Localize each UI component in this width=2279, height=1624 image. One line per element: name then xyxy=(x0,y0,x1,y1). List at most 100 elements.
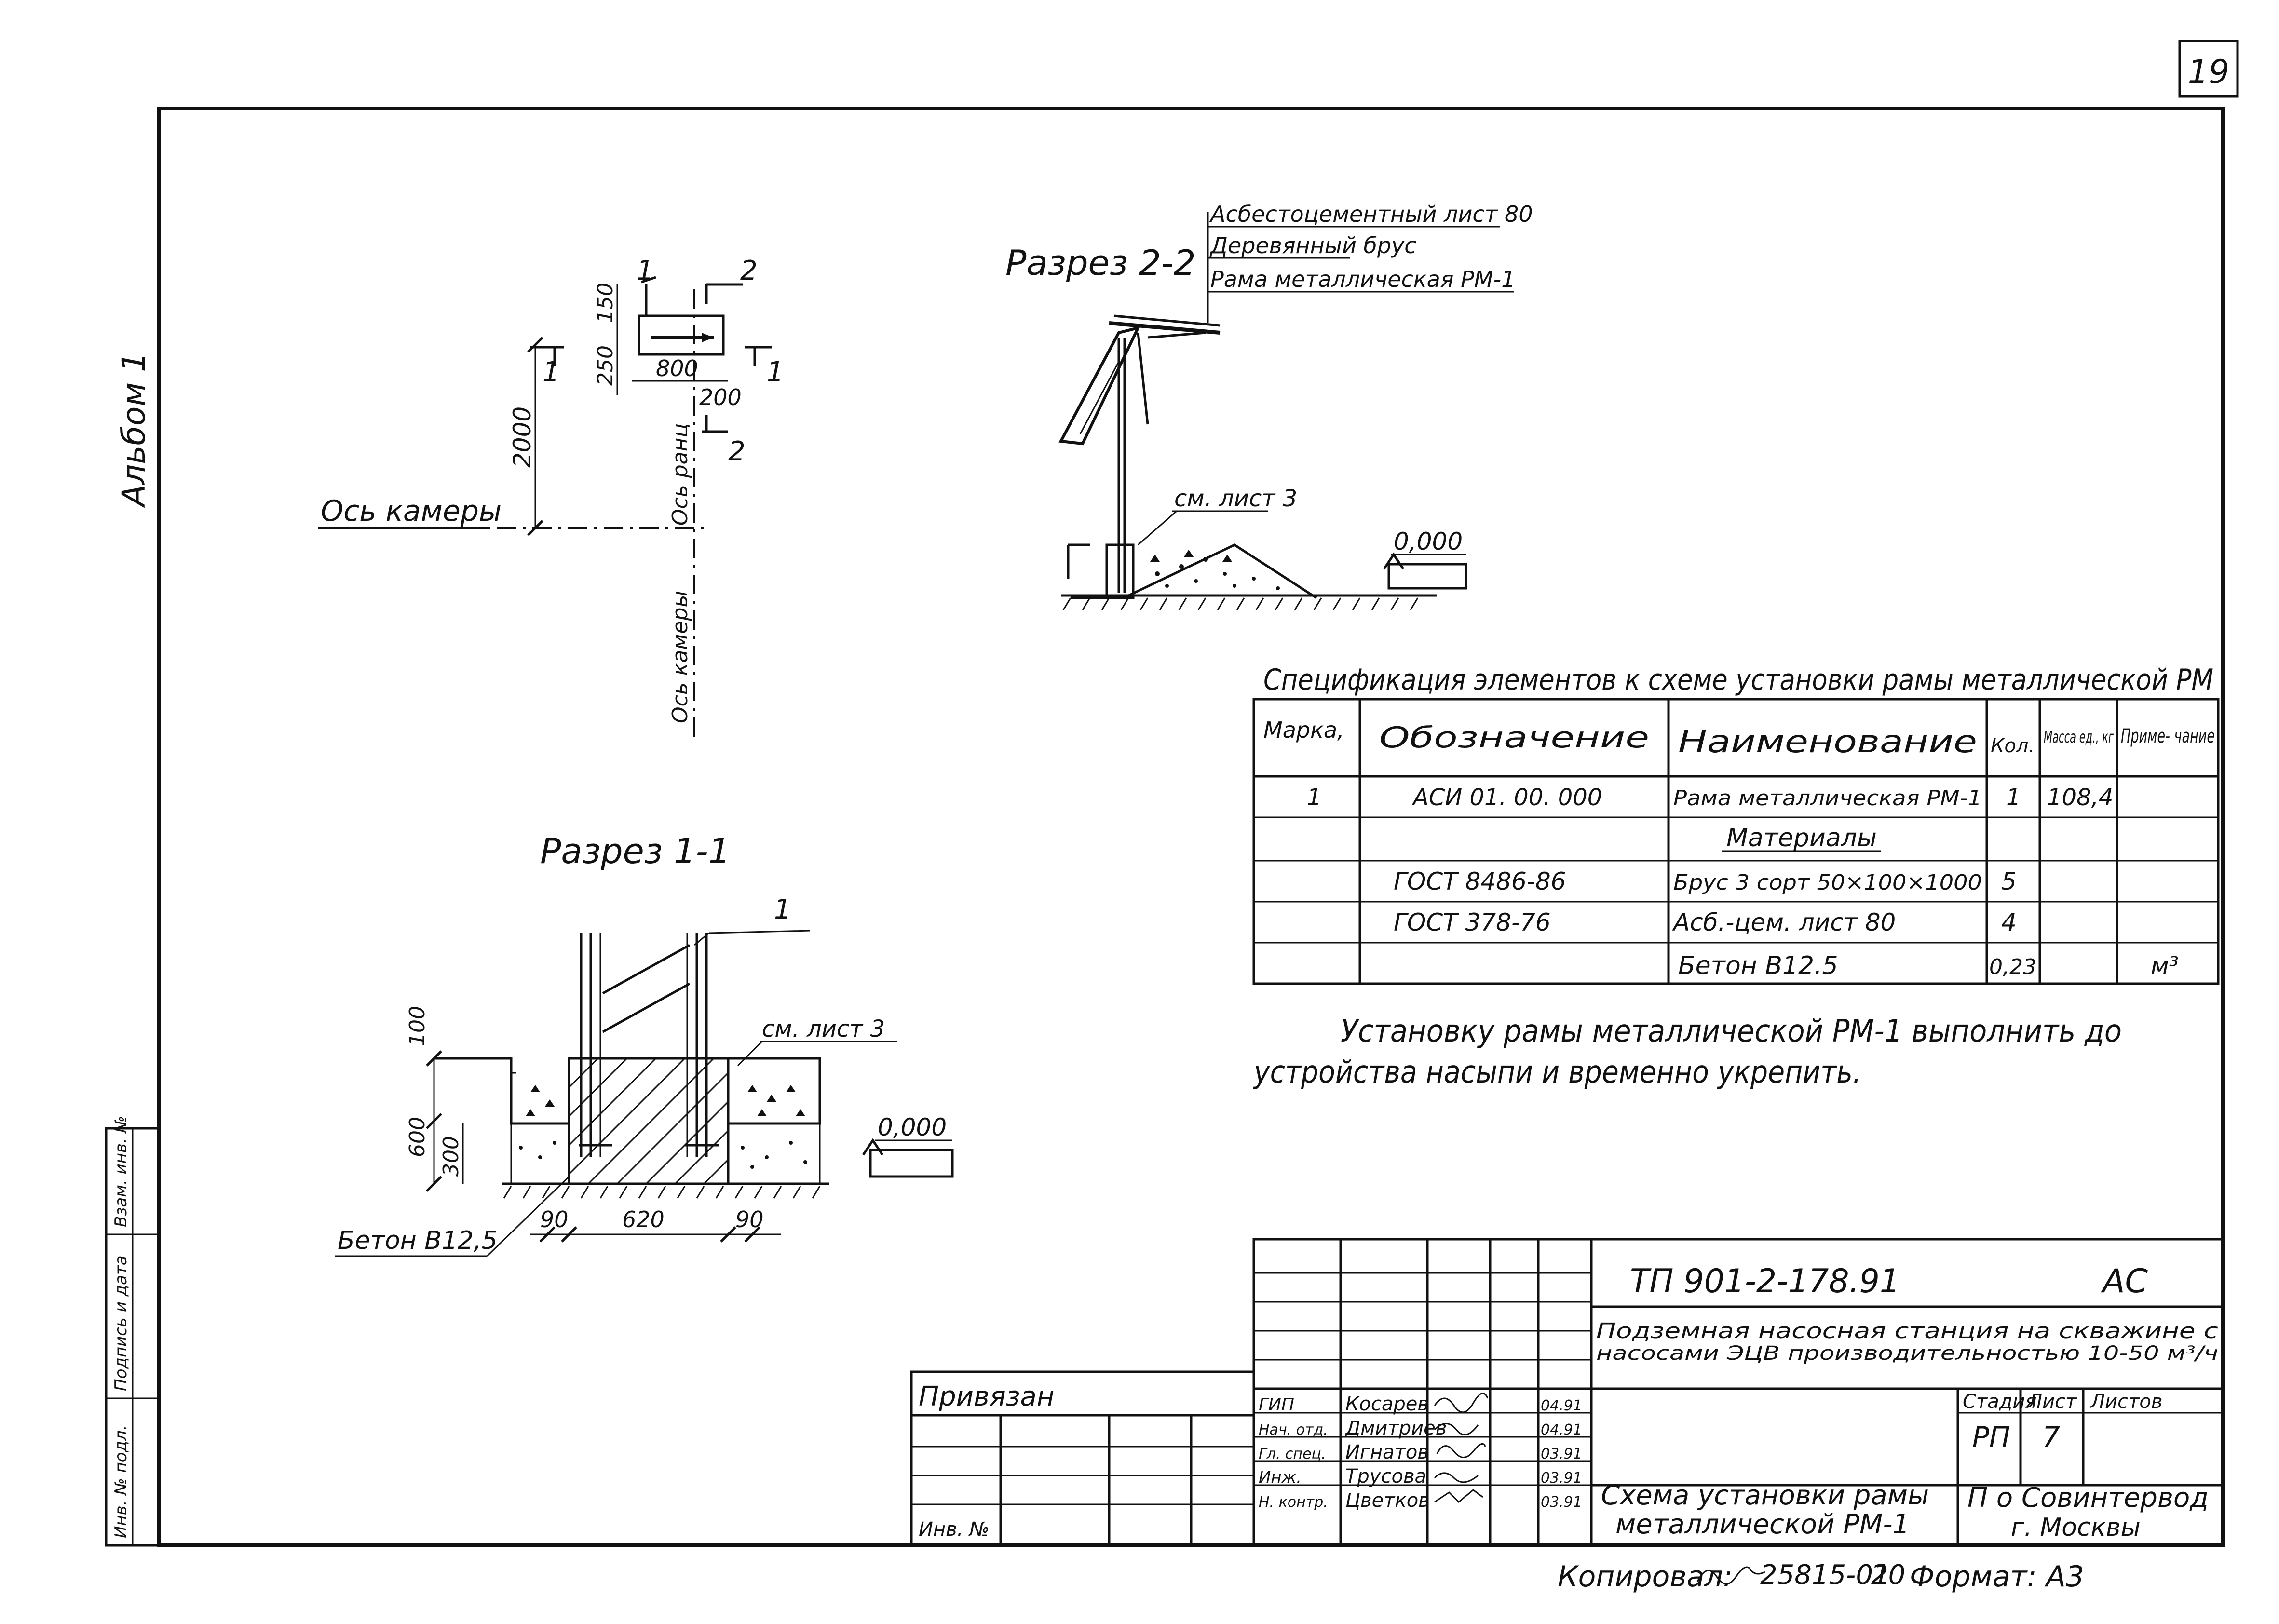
signer-row: ГИП Косарев 04.91 xyxy=(1259,1393,1582,1415)
footer: Копировал: 25815-01 20 Формат: А3 xyxy=(1558,1559,2084,1594)
section-2-2: Разрез 2-2 Асбестоцементный лист 80 Дере… xyxy=(1005,201,1533,610)
signer-name: Трусова xyxy=(1345,1465,1426,1488)
signer-name: Цветков xyxy=(1345,1489,1430,1512)
side-stamp-signature-date: Подпись и дата xyxy=(111,1255,131,1391)
section-1-1-dim-620: 620 xyxy=(622,1206,665,1232)
doc-suffix: АС xyxy=(2101,1262,2148,1300)
spec-header-mass: Масса ед., кг xyxy=(2044,728,2114,747)
sheet-header: Лист xyxy=(2027,1391,2077,1413)
plan-axis-label: Ось камеры xyxy=(321,494,502,528)
ground-hatch-1-1 xyxy=(503,1186,821,1199)
org-line-1: П о Совинтервод xyxy=(1967,1482,2209,1514)
signer-row: Гл. спец. Игнатов 03.91 xyxy=(1259,1441,1582,1463)
side-stamp-inv-original: Инв. № подл. xyxy=(111,1425,131,1538)
sheets-header: Листов xyxy=(2089,1391,2162,1413)
signer-name: Игнатов xyxy=(1345,1441,1429,1463)
spec-row-1-name: Рама металлическая РМ-1 xyxy=(1673,786,1982,811)
page-number: 19 xyxy=(2188,53,2230,91)
linked-label: Привязан xyxy=(919,1381,1054,1412)
section-1-1-dim-100: 100 xyxy=(405,1006,430,1046)
spec-row-1-qty: 1 xyxy=(2006,784,2021,811)
signer-role: Инж. xyxy=(1259,1468,1302,1487)
signer-row: Н. контр. Цветков 03.91 xyxy=(1259,1489,1582,1512)
spec-row-5-note: м³ xyxy=(2151,952,2179,980)
copy-code: 25815-01 xyxy=(1760,1559,1890,1591)
signer-name: Косарев xyxy=(1345,1393,1429,1415)
side-stamp: Взам. инв. № Подпись и дата Инв. № подл. xyxy=(105,1116,161,1547)
spec-row-materials: Материалы xyxy=(1726,824,1877,853)
concrete-hatch xyxy=(568,1057,729,1185)
signer-row: Инж. Трусова 03.91 xyxy=(1259,1465,1582,1488)
spec-row-1-designation: АСИ 01. 00. 000 xyxy=(1411,784,1602,811)
spec-row-4-qty: 4 xyxy=(2001,908,2017,936)
spec-row-5-name: Бетон В12.5 xyxy=(1678,951,1838,980)
linked-block: Привязан Инв. № xyxy=(910,1370,1255,1547)
plan-dim-200: 200 xyxy=(699,384,742,410)
spec-header-designation: Обозначение xyxy=(1379,721,1649,755)
signer-row: Нач. отд. Дмитриев 04.91 xyxy=(1259,1417,1582,1439)
doc-code: ТП 901-2-178.91 xyxy=(1630,1262,1900,1300)
section-2-2-leader-1: Асбестоцементный лист 80 xyxy=(1209,201,1533,227)
section-1-1-dim-90-right: 90 xyxy=(735,1206,764,1232)
signer-date: 04.91 xyxy=(1541,1397,1582,1414)
drawing-title-line-1: Схема установки рамы xyxy=(1601,1480,1929,1511)
signer-date: 03.91 xyxy=(1541,1446,1582,1462)
spec-header-mark: Марка, xyxy=(1263,717,1344,743)
section-1-1-concrete-label: Бетон В12,5 xyxy=(338,1226,498,1255)
installation-note: Установку рамы металлической РМ-1 выполн… xyxy=(1253,1014,2122,1090)
section-2-2-level: 0,000 xyxy=(1394,528,1463,555)
signer-date: 03.91 xyxy=(1541,1470,1582,1487)
section-1-1-dim-300: 300 xyxy=(439,1136,463,1177)
spec-row-1-mark: 1 xyxy=(1307,784,1322,811)
org-line-2: г. Москвы xyxy=(2011,1513,2141,1542)
sheet-value: 7 xyxy=(2042,1421,2060,1453)
ground-hatch-2-2 xyxy=(1062,597,1419,610)
drawing-title-line-2: металлической РМ-1 xyxy=(1615,1509,1910,1540)
section-1-1-title: Разрез 1-1 xyxy=(540,831,731,871)
signer-date: 03.91 xyxy=(1541,1494,1582,1511)
plan-section-1-right: 1 xyxy=(767,356,784,388)
copied-signature xyxy=(1696,1566,1765,1585)
copy-num: 20 xyxy=(1871,1559,1905,1591)
plan-dim-2000: 2000 xyxy=(508,406,536,468)
plan-section-1-left: 1 xyxy=(543,356,560,388)
spec-row-4-designation: ГОСТ 378-76 xyxy=(1394,908,1551,936)
spec-header-note: Приме- чание xyxy=(2121,725,2215,747)
spec-row-1-mass: 108,4 xyxy=(2047,784,2113,811)
format-label: Формат: А3 xyxy=(1910,1560,2084,1594)
section-1-1-dim-600: 600 xyxy=(405,1117,430,1157)
spec-header-name: Наименование xyxy=(1678,724,1977,760)
album-label: Альбом 1 xyxy=(115,352,152,508)
signer-role: Гл. спец. xyxy=(1259,1446,1326,1462)
side-stamp-replaced-inv: Взам. инв. № xyxy=(111,1116,131,1227)
spec-title: Спецификация элементов к схеме установки… xyxy=(1263,663,2213,697)
plan-mark-2: 2 xyxy=(740,255,758,286)
plan-axis-vertical-label: Ось камеры xyxy=(668,591,692,723)
section-2-2-title: Разрез 2-2 xyxy=(1005,243,1196,283)
title-block: ТП 901-2-178.91 АС Подземная насосная ст… xyxy=(1252,1238,2225,1547)
signer-role: Нач. отд. xyxy=(1259,1421,1328,1438)
spec-row-3-qty: 5 xyxy=(2001,867,2017,895)
section-1-1: Разрез 1-1 1 xyxy=(335,831,954,1257)
fill-dots-1-1 xyxy=(519,1085,807,1169)
section-2-2-leader-3: Рама металлическая РМ-1 xyxy=(1210,266,1515,292)
note-line-1: Установку рамы металлической РМ-1 выполн… xyxy=(1341,1014,2122,1049)
plan-dim-800: 800 xyxy=(656,355,698,381)
section-2-2-leader-2: Деревянный брус xyxy=(1209,232,1417,258)
signer-date: 04.91 xyxy=(1541,1421,1582,1438)
signer-name: Дмитриев xyxy=(1344,1417,1447,1439)
spec-table: Спецификация элементов к схеме установки… xyxy=(1252,663,2220,985)
stage-header: Стадия xyxy=(1963,1391,2036,1413)
section-2-2-ref-sheet: см. лист 3 xyxy=(1174,485,1297,512)
plan-dim-250: 250 xyxy=(593,345,618,386)
section-1-1-dim-90-left: 90 xyxy=(540,1206,569,1232)
spec-row-4-name: Асб.-цем. лист 80 xyxy=(1672,908,1896,936)
copied-label: Копировал: xyxy=(1558,1560,1733,1594)
spec-row-5-qty: 0,23 xyxy=(1989,955,2036,979)
section-1-1-ref-sheet: см. лист 3 xyxy=(762,1015,885,1042)
section-1-1-mark: 1 xyxy=(774,894,791,925)
plan-view: Ось камеры Ось камеры Ось ранц 1 2 1 1 2… xyxy=(318,255,784,743)
project-line-2: насосами ЭЦВ производительностью 10-50 м… xyxy=(1596,1342,2218,1365)
plan-dim-150: 150 xyxy=(593,283,618,323)
